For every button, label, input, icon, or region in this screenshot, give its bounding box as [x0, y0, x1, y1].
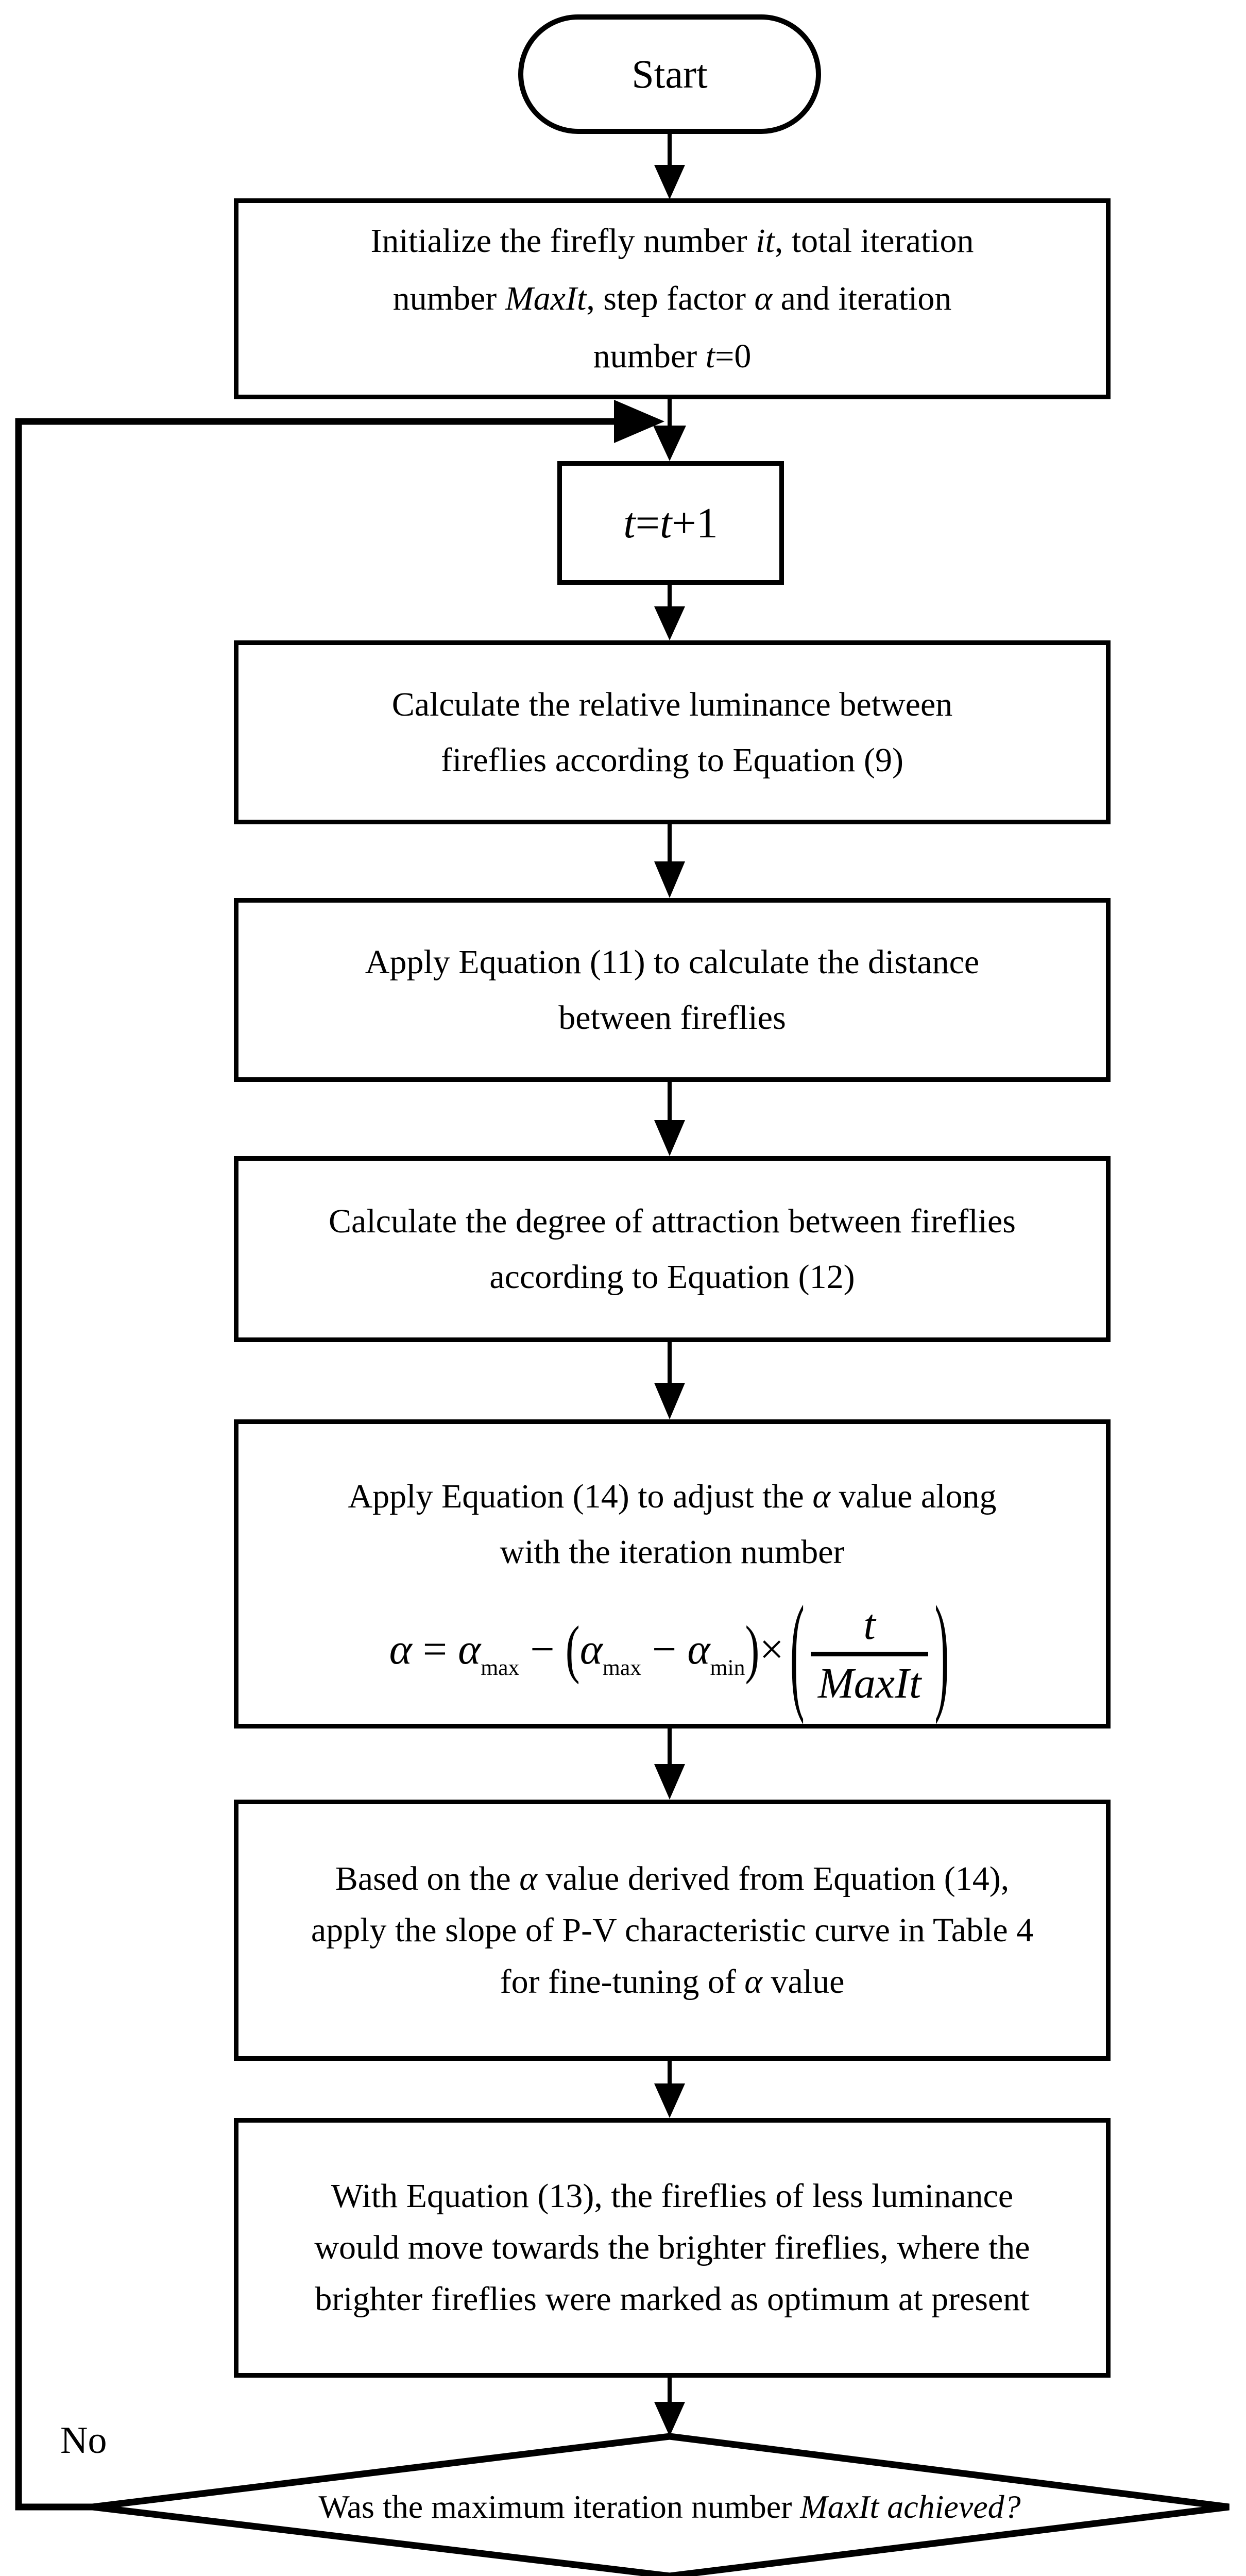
arrow-attraction-adjust-head — [654, 1383, 685, 1419]
alpha-update-equation: α = αmax − (αmax − αmin)× ( t MaxIt ) — [389, 1587, 955, 1719]
arrow-adjust-finetune-head — [654, 1764, 685, 1800]
process-text-line: Based on the α value derived from Equati… — [335, 1859, 1010, 1897]
fraction-denominator: MaxIt — [817, 1659, 921, 1707]
process-text-line: according to Equation (12) — [489, 1258, 855, 1296]
process-text-line: Apply Equation (14) to adjust the α valu… — [348, 1477, 997, 1515]
arrow-distance-attraction-head — [654, 1120, 685, 1156]
process-text-line: With Equation (13), the fireflies of les… — [331, 2177, 1014, 2215]
arrow-start-init-head — [654, 165, 685, 199]
process-text-line: with the iteration number — [500, 1533, 845, 1571]
process-text-line: fireflies according to Equation (9) — [441, 741, 903, 779]
loop-arrowhead-right — [614, 400, 664, 443]
process-attraction: Calculate the degree of attraction betwe… — [234, 1156, 1111, 1342]
decision-diamond — [92, 2433, 1230, 2576]
process-relative-luminance: Calculate the relative luminance between… — [234, 640, 1111, 824]
arrow-init-counter-head — [653, 426, 686, 461]
process-text-line: brighter fireflies were marked as optimu… — [315, 2280, 1030, 2318]
process-text-line: Apply Equation (11) to calculate the dis… — [365, 943, 980, 981]
process-text-line: number t=0 — [593, 337, 752, 375]
fraction-bar — [810, 1651, 929, 1656]
equation-close-paren: ) — [934, 1580, 949, 1726]
decision-label: Was the maximum iteration number MaxIt a… — [318, 2488, 1021, 2525]
counter-expression: t=t+1 — [623, 499, 718, 547]
process-text-line: Calculate the degree of attraction betwe… — [329, 1202, 1016, 1240]
process-increment-counter: t=t+1 — [557, 461, 784, 585]
equation-fraction: t MaxIt — [810, 1598, 929, 1710]
no-branch-label: No — [60, 2419, 107, 2462]
process-distance: Apply Equation (11) to calculate the dis… — [234, 898, 1111, 1082]
process-text-line: would move towards the brighter fireflie… — [314, 2229, 1030, 2266]
process-text-line: apply the slope of P-V characteristic cu… — [311, 1911, 1034, 1949]
process-move-fireflies: With Equation (13), the fireflies of les… — [234, 2118, 1111, 2378]
arrow-finetune-move-head — [654, 2083, 685, 2118]
equation-open-paren: ( — [790, 1580, 805, 1726]
process-text-line: number MaxIt, step factor α and iteratio… — [392, 280, 952, 317]
process-adjust-alpha: Apply Equation (14) to adjust the α valu… — [234, 1419, 1111, 1728]
process-text-line: between fireflies — [558, 998, 786, 1037]
process-text-line: Calculate the relative luminance between — [391, 685, 953, 723]
start-terminator: Start — [518, 14, 821, 134]
process-fine-tune-alpha: Based on the α value derived from Equati… — [234, 1800, 1111, 2061]
loop-back-line — [15, 418, 616, 2511]
arrow-counter-luminance-head — [654, 606, 685, 640]
arrow-luminance-distance-head — [654, 861, 685, 898]
equation-tokens: α = αmax − (αmax − αmin)× — [389, 1613, 784, 1686]
start-label: Start — [631, 52, 708, 96]
process-text-line: for fine-tuning of α value — [500, 1962, 845, 2001]
fraction-numerator: t — [863, 1600, 876, 1649]
process-initialize: Initialize the firefly number it, total … — [234, 198, 1111, 399]
arrow-move-decision-head — [654, 2402, 685, 2436]
process-text-line: Initialize the firefly number it, total … — [370, 222, 974, 260]
